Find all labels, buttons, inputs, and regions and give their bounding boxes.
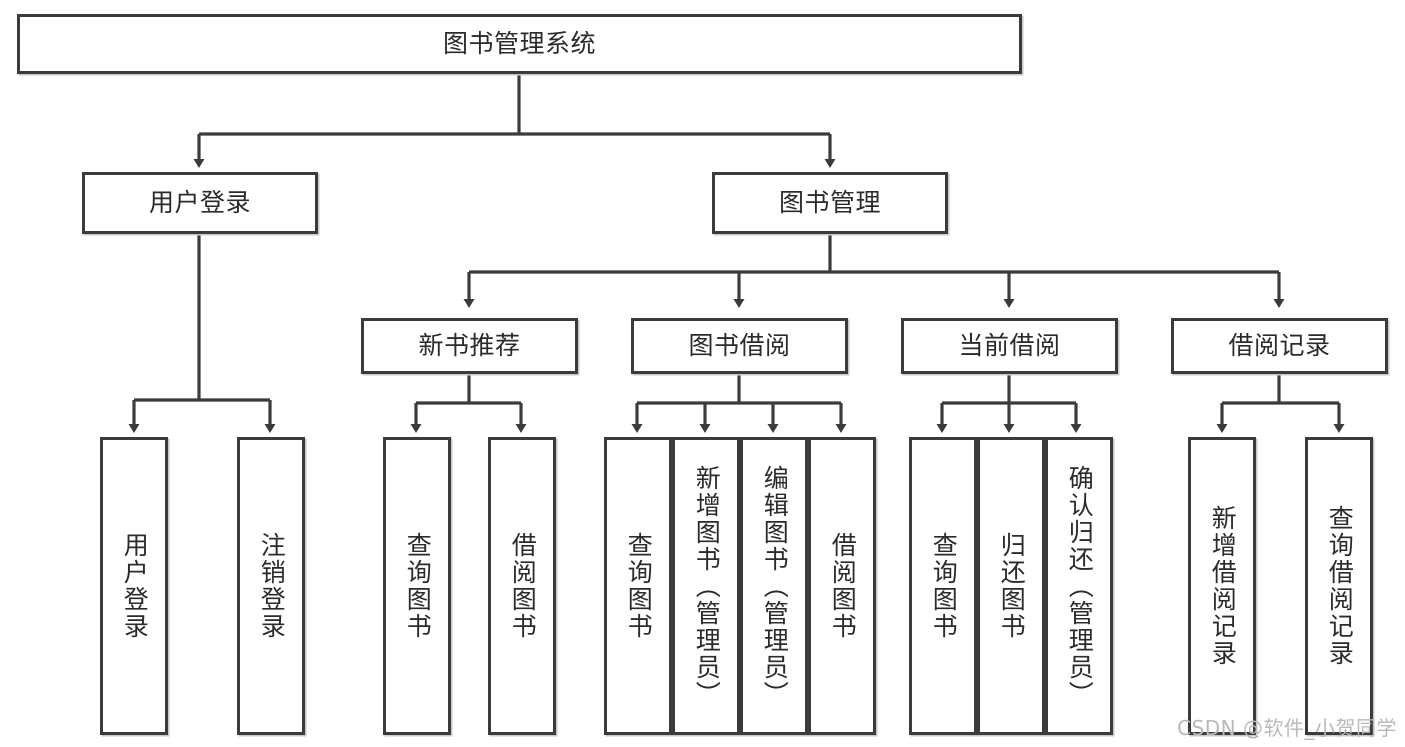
node-book-borrow[interactable]: 图书借阅 [631, 318, 848, 374]
leaf-user-login-label: 用户登录 [120, 532, 150, 640]
leaf-query-book-2[interactable]: 查询图书 [604, 437, 672, 735]
leaf-add-book-label: 新增图书（管理员） [692, 464, 722, 708]
leaf-confirm-return-label: 确认归还（管理员） [1065, 464, 1095, 708]
leaf-user-login[interactable]: 用户登录 [100, 437, 168, 735]
node-book-management[interactable]: 图书管理 [712, 172, 948, 234]
node-borrow-record[interactable]: 借阅记录 [1171, 318, 1388, 374]
leaf-borrow-book-2-label: 借阅图书 [828, 532, 858, 640]
node-user-login[interactable]: 用户登录 [82, 172, 318, 234]
leaf-return-book-label: 归还图书 [997, 532, 1027, 640]
leaf-query-record[interactable]: 查询借阅记录 [1305, 437, 1373, 735]
leaf-return-book[interactable]: 归还图书 [977, 437, 1045, 735]
leaf-query-book-3[interactable]: 查询图书 [909, 437, 977, 735]
node-borrow-record-label: 借阅记录 [1228, 330, 1331, 360]
node-new-book-recommend-label: 新书推荐 [418, 330, 521, 360]
node-current-borrow[interactable]: 当前借阅 [901, 318, 1118, 374]
leaf-query-record-label: 查询借阅记录 [1325, 505, 1355, 667]
leaf-user-logout-label: 注销登录 [257, 532, 287, 640]
node-new-book-recommend[interactable]: 新书推荐 [361, 318, 578, 374]
leaf-borrow-book-1[interactable]: 借阅图书 [488, 437, 556, 735]
leaf-query-book-1-label: 查询图书 [403, 532, 433, 640]
leaf-query-book-1[interactable]: 查询图书 [383, 437, 451, 735]
leaf-add-record[interactable]: 新增借阅记录 [1188, 437, 1256, 735]
leaf-query-book-2-label: 查询图书 [624, 532, 654, 640]
leaf-confirm-return[interactable]: 确认归还（管理员） [1045, 437, 1113, 735]
node-user-login-label: 用户登录 [148, 187, 251, 217]
leaf-edit-book-label: 编辑图书（管理员） [760, 464, 790, 708]
leaf-query-book-3-label: 查询图书 [929, 532, 959, 640]
leaf-edit-book[interactable]: 编辑图书（管理员） [740, 437, 808, 735]
leaf-borrow-book-2[interactable]: 借阅图书 [808, 437, 876, 735]
node-book-borrow-label: 图书借阅 [688, 330, 791, 360]
node-current-borrow-label: 当前借阅 [958, 330, 1061, 360]
csdn-watermark: CSDN @软件_小贺同学 [1177, 716, 1397, 740]
leaf-add-record-label: 新增借阅记录 [1208, 505, 1238, 667]
leaf-add-book[interactable]: 新增图书（管理员） [672, 437, 740, 735]
node-root-label: 图书管理系统 [442, 28, 596, 58]
leaf-borrow-book-1-label: 借阅图书 [508, 532, 538, 640]
node-root[interactable]: 图书管理系统 [17, 14, 1022, 74]
leaf-user-logout[interactable]: 注销登录 [237, 437, 305, 735]
node-book-management-label: 图书管理 [778, 187, 881, 217]
